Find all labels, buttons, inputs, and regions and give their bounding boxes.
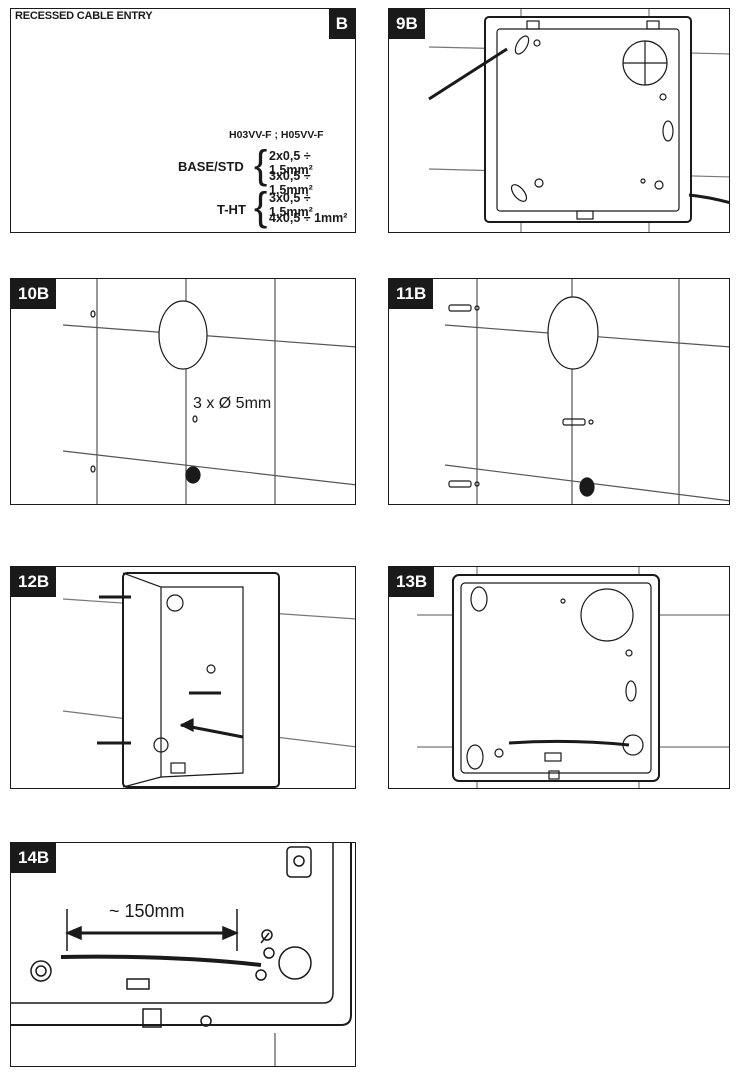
- step-badge-10b: 10B: [11, 279, 57, 309]
- panel-step-11b: 11B: [388, 278, 730, 505]
- panel-step-10b: 10B 3 x Ø 5mm: [10, 278, 356, 505]
- step-badge-13b: 13B: [389, 567, 435, 597]
- brace-icon: {: [254, 185, 268, 229]
- step-badge-12b: 12B: [11, 567, 57, 597]
- step-badge-11b: 11B: [389, 279, 434, 309]
- box-fixing-illustration: [62, 572, 355, 788]
- cable-length-illustration: [11, 843, 352, 1066]
- base-spec-2: 3x0,5 ÷ 1,5mm²: [269, 169, 313, 197]
- tht-spec-2: 4x0,5 ÷ 1mm²: [269, 211, 348, 225]
- drill-size-label: 3 x Ø 5mm: [193, 395, 272, 412]
- wall-dowels-illustration: [444, 279, 729, 504]
- base-spec-1: 2x0,5 ÷ 1,5mm²: [269, 149, 313, 177]
- step-badge-b: B: [328, 9, 355, 39]
- step-badge-9b: 9B: [389, 9, 425, 39]
- panel-step-13b: 13B: [388, 566, 730, 789]
- cable-types-label: H03VV-F ; H05VV-F: [229, 129, 324, 141]
- step-badge-14b: 14B: [11, 843, 57, 873]
- panel-title: RECESSED CABLE ENTRY: [15, 10, 153, 22]
- wall-drilling-illustration: [62, 279, 355, 504]
- brace-icon: {: [254, 143, 268, 187]
- panel-step-12b: 12B: [10, 566, 356, 789]
- panel-step-9b: 9B: [388, 8, 730, 233]
- t-ht-label: T-HT: [217, 202, 246, 217]
- tht-spec-1: 3x0,5 ÷ 1,5mm²: [269, 191, 313, 219]
- box-mounted-illustration: [417, 567, 729, 788]
- panel-step-14b: 14B ~ 150mm: [10, 842, 356, 1067]
- cable-length-label: ~ 150mm: [109, 901, 185, 921]
- box-opening-illustration: [428, 9, 729, 232]
- base-std-label: BASE/STD: [178, 159, 244, 174]
- panel-recessed-cable-entry: RECESSED CABLE ENTRY B H03VV-F ; H05VV-F…: [10, 8, 356, 233]
